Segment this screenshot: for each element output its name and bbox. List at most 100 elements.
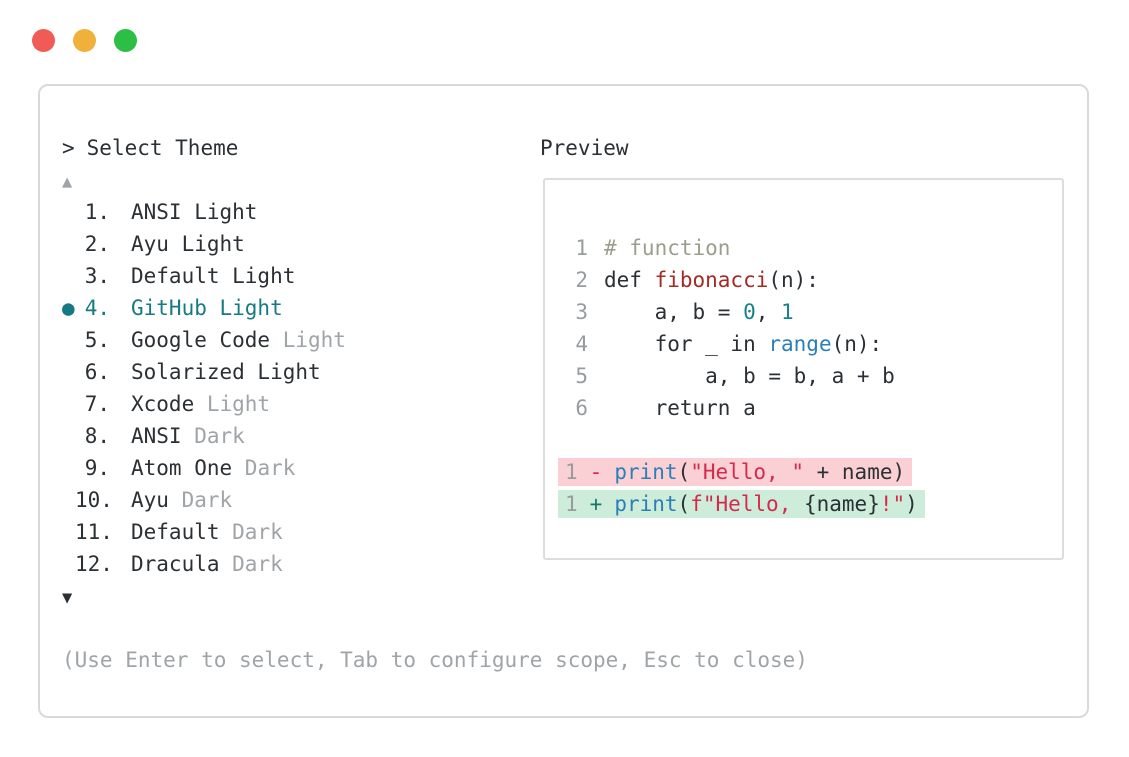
code-line: 2 def fibonacci(n): — [545, 264, 1062, 296]
token-str: "Hello, " — [690, 460, 804, 484]
theme-option-11[interactable]: 11. Default Dark — [62, 516, 1062, 548]
diff-line-deleted: 1 - print("Hello, " + name) — [558, 456, 1062, 488]
selected-bullet-icon — [62, 324, 75, 356]
theme-name: GitHub Light — [131, 292, 283, 324]
selected-bullet-icon — [62, 228, 75, 260]
scroll-up-icon[interactable]: ▲ — [62, 172, 73, 192]
token-num: 0 — [743, 300, 756, 324]
theme-name-main: Default — [131, 520, 220, 544]
selected-bullet-icon — [62, 260, 75, 292]
token-plain: def — [604, 268, 655, 292]
token-fn: fibonacci — [654, 268, 769, 292]
token-comment: # function — [604, 236, 731, 260]
theme-name: Solarized Light — [131, 356, 321, 388]
theme-name: Default Dark — [131, 516, 283, 548]
selected-bullet-icon — [62, 196, 75, 228]
diff-line-number: 1 — [565, 460, 578, 484]
theme-option-3[interactable]: 3. Default Light — [62, 260, 1062, 292]
code-line: 6 return a — [545, 392, 1062, 424]
theme-option-10[interactable]: 10. Ayu Dark — [62, 484, 1062, 516]
token-builtin: print — [614, 492, 678, 516]
theme-option-9[interactable]: 9. Atom One Dark — [62, 452, 1062, 484]
code-lines: 1 # function 2 def fibonacci(n): 3 a, b … — [545, 232, 1062, 424]
selected-bullet-icon — [62, 452, 75, 484]
code-tokens: a, b = 0, 1 — [604, 296, 794, 328]
theme-option-6[interactable]: 6. Solarized Light — [62, 356, 1062, 388]
theme-option-12[interactable]: 12. Dracula Dark — [62, 548, 1062, 580]
code-tokens: return a — [604, 392, 756, 424]
theme-name-main: Dracula — [131, 552, 220, 576]
code-line: 4 for _ in range(n): — [545, 328, 1062, 360]
token-plain: (n): — [831, 332, 883, 356]
token-plain: for _ in — [604, 332, 769, 356]
theme-option-4[interactable]: ● 4. GitHub Light — [62, 292, 1062, 324]
code-line: 3 a, b = 0, 1 — [545, 296, 1062, 328]
token-plain: ( — [677, 492, 691, 516]
theme-number: 11. — [75, 520, 113, 544]
theme-list: 1. ANSI Light 2. Ayu Light 3. Default Li… — [62, 196, 1062, 580]
theme-name: Dracula Dark — [131, 548, 283, 580]
diff-tokens: print(f"Hello, {name}!") — [614, 490, 917, 518]
theme-number: 8. — [84, 424, 110, 448]
token-plain: ) — [892, 460, 906, 484]
theme-name-variant: Dark — [181, 424, 245, 448]
diff-lines: 1 - print("Hello, " + name) 1 + print(f"… — [545, 456, 1062, 520]
diff-line-number: 1 — [565, 492, 578, 516]
token-plain: , — [755, 300, 782, 324]
token-plain: ( — [677, 460, 691, 484]
line-number: 3 — [575, 300, 588, 324]
selected-bullet-icon — [62, 420, 75, 452]
scroll-up-row: ▲ — [62, 164, 1062, 196]
diff-line-inserted: 1 + print(f"Hello, {name}!") — [558, 488, 1062, 520]
theme-name-main: Default Light — [131, 264, 296, 288]
diff-chip: 1 + print(f"Hello, {name}!") — [558, 490, 925, 518]
theme-number: 6. — [84, 360, 110, 384]
token-plain: a, b = — [604, 300, 744, 324]
theme-option-1[interactable]: 1. ANSI Light — [62, 196, 1062, 228]
theme-option-8[interactable]: 8. ANSI Dark — [62, 420, 1062, 452]
close-window-button[interactable] — [32, 29, 55, 52]
theme-name-main: GitHub Light — [131, 296, 283, 320]
theme-name-variant: Light — [194, 392, 271, 416]
theme-number: 7. — [84, 392, 110, 416]
selected-bullet-icon — [62, 516, 75, 548]
minimize-window-button[interactable] — [73, 29, 96, 52]
diff-tokens: print("Hello, " + name) — [614, 458, 905, 486]
code-blank-row — [545, 424, 1062, 456]
code-preview: 1 # function 2 def fibonacci(n): 3 a, b … — [545, 232, 1062, 520]
line-number: 4 — [575, 332, 588, 356]
theme-name-variant: Light — [270, 328, 346, 352]
theme-option-2[interactable]: 2. Ayu Light — [62, 228, 1062, 260]
token-str: !" — [879, 492, 906, 516]
code-tokens: for _ in range(n): — [604, 328, 883, 360]
selected-bullet-icon — [62, 484, 75, 516]
theme-option-5[interactable]: 5. Google Code Light — [62, 324, 1062, 356]
theme-name: Atom One Dark — [131, 452, 295, 484]
code-tokens: def fibonacci(n): — [604, 264, 819, 296]
theme-name-variant: Dark — [232, 456, 296, 480]
diff-sign: + — [589, 492, 603, 516]
theme-name: Ayu Dark — [131, 484, 232, 516]
selected-bullet-icon — [62, 388, 75, 420]
theme-name: ANSI Dark — [131, 420, 245, 452]
zoom-window-button[interactable] — [114, 29, 137, 52]
line-number: 5 — [575, 364, 588, 388]
token-plain: a, b = b, a + b — [604, 364, 895, 388]
theme-picker-left-column: >Select Theme ▲ 1. ANSI Light 2. Ayu Lig… — [62, 132, 1062, 676]
theme-name-main: ANSI — [131, 424, 182, 448]
line-number: 6 — [575, 396, 588, 420]
prompt-caret: > — [62, 136, 75, 160]
help-text: (Use Enter to select, Tab to configure s… — [62, 648, 808, 672]
token-str: f"Hello, — [690, 492, 804, 516]
theme-name-main: Ayu Light — [131, 232, 245, 256]
theme-name-main: Google Code — [131, 328, 271, 352]
preview-box: 1 # function 2 def fibonacci(n): 3 a, b … — [543, 178, 1064, 560]
window-controls — [32, 29, 137, 52]
theme-picker-panel: >Select Theme ▲ 1. ANSI Light 2. Ayu Lig… — [38, 84, 1089, 718]
theme-name: Xcode Light — [131, 388, 270, 420]
scroll-down-icon[interactable]: ▼ — [62, 588, 73, 608]
theme-option-7[interactable]: 7. Xcode Light — [62, 388, 1062, 420]
theme-number: 5. — [84, 328, 110, 352]
selected-bullet-icon — [62, 548, 75, 580]
token-plain: + name — [803, 460, 893, 484]
